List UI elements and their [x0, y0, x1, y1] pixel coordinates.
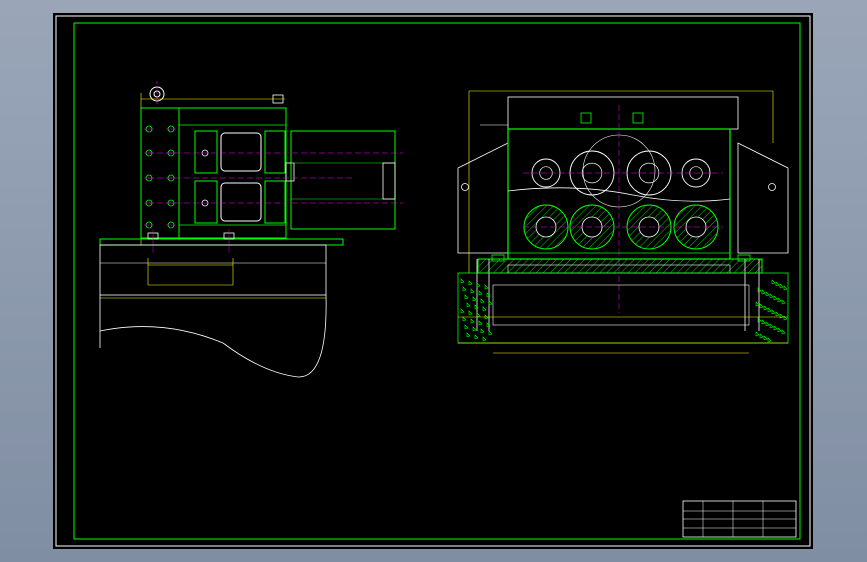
outer-frame — [55, 15, 811, 547]
left-wing — [457, 142, 509, 254]
drive-motor — [290, 130, 396, 230]
roll-lower — [220, 182, 262, 222]
anchor-bolts — [147, 229, 235, 253]
title-block — [682, 500, 797, 538]
top-cover — [507, 96, 739, 130]
bolt-grid — [144, 125, 176, 229]
upper-gear-train — [531, 134, 711, 208]
inner-frame — [73, 22, 801, 540]
foundation-block — [99, 244, 327, 296]
front-view — [457, 90, 789, 354]
section-break-line — [507, 187, 731, 202]
concrete-hatch — [460, 278, 788, 343]
base-plate — [99, 238, 344, 246]
foundation-break-line — [99, 294, 327, 378]
bearing-block-upper — [194, 130, 218, 174]
bedplate — [477, 258, 763, 274]
roll-upper — [220, 132, 262, 172]
right-wing — [737, 142, 789, 254]
bearing-block-lower — [194, 180, 218, 224]
drawing-sheet — [53, 13, 813, 549]
concrete-foundation — [457, 272, 789, 344]
side-view — [99, 81, 403, 378]
cad-drawing — [55, 15, 811, 547]
